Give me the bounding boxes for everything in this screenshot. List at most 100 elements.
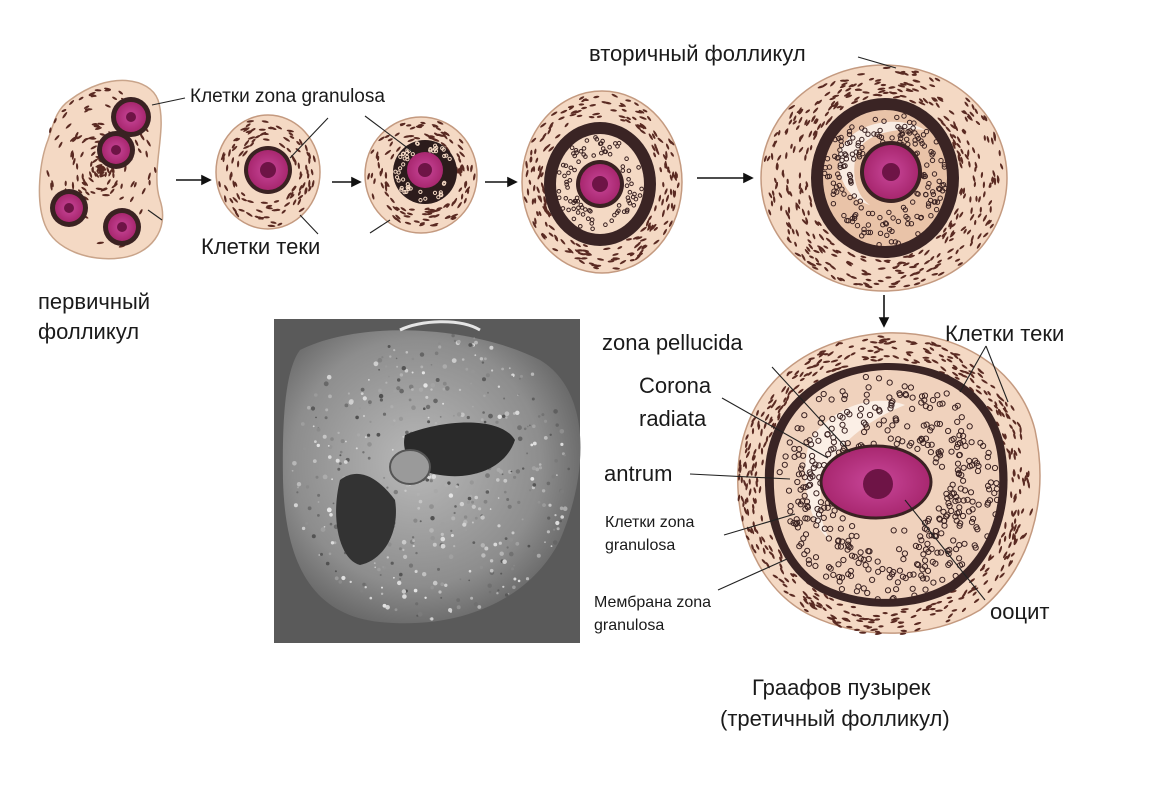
theca-cell <box>629 259 635 262</box>
theca-cell <box>808 243 814 250</box>
theca-cell <box>848 345 855 348</box>
granulosa-cell <box>936 178 942 185</box>
theca-cell <box>536 211 539 217</box>
theca-cell <box>874 618 881 621</box>
theca-cell <box>924 342 931 345</box>
granulosa-cell <box>941 164 948 170</box>
theca-cell <box>635 110 643 114</box>
theca-cell <box>862 617 870 621</box>
granulosa-cell <box>910 199 916 205</box>
theca-cell <box>794 241 797 247</box>
granulosa-cell <box>902 207 908 213</box>
theca-cell <box>998 150 1001 157</box>
granulosa-cell <box>405 148 410 153</box>
sem-texture-dot <box>360 392 364 395</box>
sem-texture-dot <box>512 412 516 415</box>
sem-texture-dot <box>355 447 358 450</box>
theca-cell <box>758 485 762 494</box>
theca-cell <box>1003 406 1007 413</box>
theca-cell <box>433 214 440 218</box>
granulosa-cell <box>838 586 846 593</box>
granulosa-cell <box>921 392 929 399</box>
theca-cell <box>795 229 799 237</box>
theca-cell <box>924 259 931 265</box>
theca-cell <box>963 193 966 199</box>
theca-cell <box>385 181 390 188</box>
sem-texture-dot <box>531 397 535 401</box>
granulosa-cell <box>624 156 629 161</box>
sem-texture-dot <box>544 541 546 544</box>
theca-cell <box>530 149 533 156</box>
granulosa-cell <box>862 421 869 428</box>
theca-cell <box>913 622 922 626</box>
theca-cell <box>234 211 240 218</box>
theca-cell <box>77 189 83 194</box>
granulosa-cell <box>776 469 783 476</box>
granulosa-cell <box>936 185 942 192</box>
sem-texture-dot <box>367 433 371 437</box>
theca-cell <box>780 205 783 212</box>
theca-cell <box>621 108 627 112</box>
granulosa-cell <box>926 532 933 539</box>
theca-cell <box>775 182 778 190</box>
theca-cell <box>845 87 852 92</box>
theca-cell <box>534 217 537 225</box>
granulosa-cell <box>899 438 906 445</box>
granulosa-cell <box>803 439 810 446</box>
theca-cell <box>755 544 760 550</box>
theca-cell <box>747 527 753 534</box>
granulosa-cell <box>609 218 615 223</box>
sem-texture-dot <box>444 483 448 487</box>
sem-texture-dot <box>379 574 382 576</box>
theca-cell <box>577 252 586 256</box>
granulosa-cell <box>865 131 871 137</box>
granulosa-cell <box>401 177 406 182</box>
theca-cell <box>961 607 967 613</box>
granulosa-cell <box>798 465 805 472</box>
granulosa-cell <box>922 586 929 593</box>
theca-cell <box>423 133 431 138</box>
theca-cell <box>856 614 862 618</box>
theca-cell <box>653 239 660 245</box>
theca-cell <box>220 153 226 161</box>
theca-cell <box>997 408 1002 414</box>
theca-cell <box>1008 450 1011 458</box>
theca-cell <box>283 136 290 142</box>
theca-cell <box>146 139 151 147</box>
theca-cell <box>305 164 308 171</box>
theca-cell <box>306 169 309 175</box>
theca-cell <box>787 236 790 242</box>
granulosa-cell <box>880 222 886 228</box>
sem-texture-dot <box>442 381 447 386</box>
theca-cell <box>782 171 785 178</box>
sem-texture-dot <box>563 454 566 457</box>
theca-cell <box>994 574 999 582</box>
theca-cell <box>310 168 314 176</box>
theca-cell <box>897 271 905 275</box>
sem-texture-dot <box>556 527 560 531</box>
sem-texture-dot <box>399 388 404 394</box>
theca-cell <box>466 164 469 172</box>
granulosa-cell <box>915 561 922 569</box>
granulosa-cell <box>956 439 964 447</box>
theca-cell <box>830 359 839 363</box>
theca-cell <box>540 182 544 189</box>
theca-cell <box>101 193 110 197</box>
theca-cell <box>308 179 311 188</box>
sem-texture-dot <box>543 436 548 440</box>
granulosa-cell <box>405 154 410 159</box>
theca-cell <box>947 613 953 619</box>
theca-cell <box>781 385 787 393</box>
theca-cell <box>464 181 467 189</box>
granulosa-cell <box>423 196 428 201</box>
theca-cell <box>999 163 1004 170</box>
theca-cell <box>669 174 673 181</box>
theca-cell <box>243 145 251 149</box>
sem-texture-dot <box>462 522 467 527</box>
sem-texture-dot <box>401 589 407 594</box>
granulosa-cell <box>856 412 864 419</box>
granulosa-cell <box>929 152 935 158</box>
theca-cell <box>874 630 881 634</box>
theca-cell <box>424 210 433 214</box>
theca-cell <box>218 181 221 188</box>
